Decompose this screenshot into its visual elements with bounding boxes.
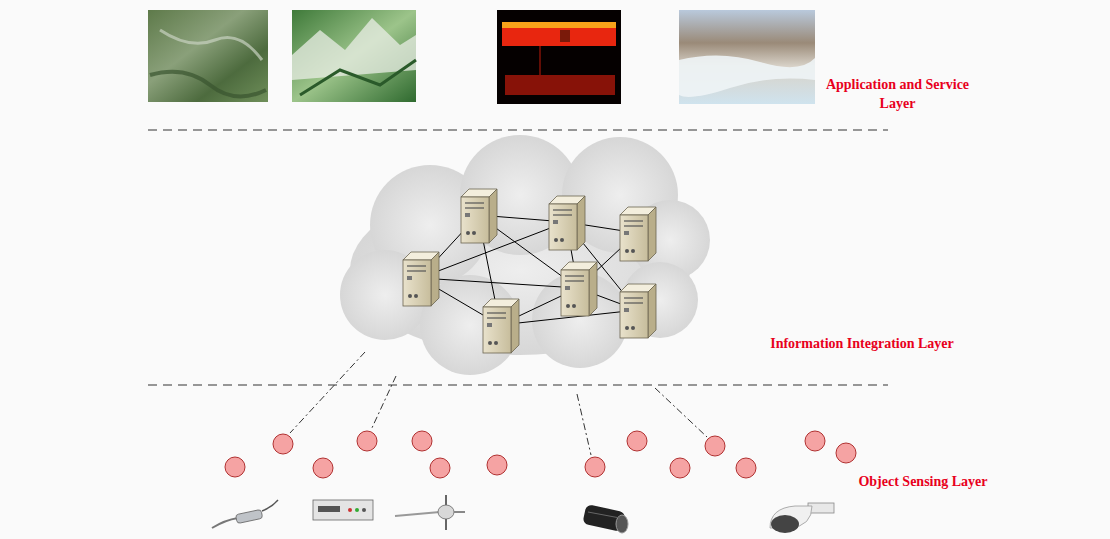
servers [403, 189, 656, 353]
image-detail [300, 60, 416, 95]
image-detail [679, 55, 815, 96]
layer-label: Information Integration Layer [720, 334, 1004, 353]
image-detail [502, 22, 616, 28]
image-detail [150, 72, 266, 97]
sensor-node [313, 458, 333, 478]
probe-icon [395, 495, 465, 530]
sensor-node [836, 443, 856, 463]
image-detail [560, 30, 570, 42]
uplink-line [290, 352, 365, 433]
server-icon [403, 252, 439, 306]
layer-separator [148, 130, 888, 131]
network-link [420, 278, 578, 288]
sensor-node [430, 458, 450, 478]
image-detail [502, 22, 616, 46]
layer-label: Object Sensing Layer [836, 472, 1010, 491]
layer-title: Application and Service Layer [826, 77, 969, 111]
sensor-node [225, 457, 245, 477]
network-links [420, 215, 637, 325]
layer-title: Object Sensing Layer [858, 474, 987, 489]
image-detail [540, 46, 541, 75]
uplink-line [655, 388, 707, 437]
sensor-node [273, 434, 293, 454]
uplink-line [371, 376, 396, 430]
terrain-image [292, 10, 416, 102]
application-images [148, 10, 815, 104]
image-detail [292, 18, 416, 80]
sensor-nodes [225, 431, 856, 478]
pressure-sensor-icon [212, 500, 278, 528]
sensor-node [412, 431, 432, 451]
server-icon [483, 299, 519, 353]
cloud-shape [340, 135, 710, 375]
sensor-uplinks [290, 352, 707, 455]
sensor-node [585, 457, 605, 477]
uplink-line [577, 394, 591, 455]
sensor-node [357, 431, 377, 451]
sensor-node [670, 458, 690, 478]
dome-camera-icon [770, 503, 834, 533]
image-detail [505, 75, 615, 95]
sensing-devices [212, 495, 834, 533]
sensor-node [627, 431, 647, 451]
sensor-node [487, 455, 507, 475]
sensor-node [805, 431, 825, 451]
server-icon [461, 189, 497, 243]
layer-title: Information Integration Layer [770, 336, 954, 351]
camera-icon [582, 504, 628, 533]
radar-image [497, 10, 621, 104]
data-logger-icon [313, 500, 373, 520]
coast-image [679, 10, 815, 104]
layer-separator [148, 385, 888, 386]
sensor-node [736, 458, 756, 478]
server-icon [620, 207, 656, 261]
layer-label: Application and Service Layer [820, 75, 975, 113]
satellite-image [148, 10, 268, 102]
sensor-node [705, 436, 725, 456]
server-icon [620, 284, 656, 338]
image-detail [160, 30, 262, 60]
server-icon [561, 262, 597, 316]
server-icon [549, 196, 585, 250]
